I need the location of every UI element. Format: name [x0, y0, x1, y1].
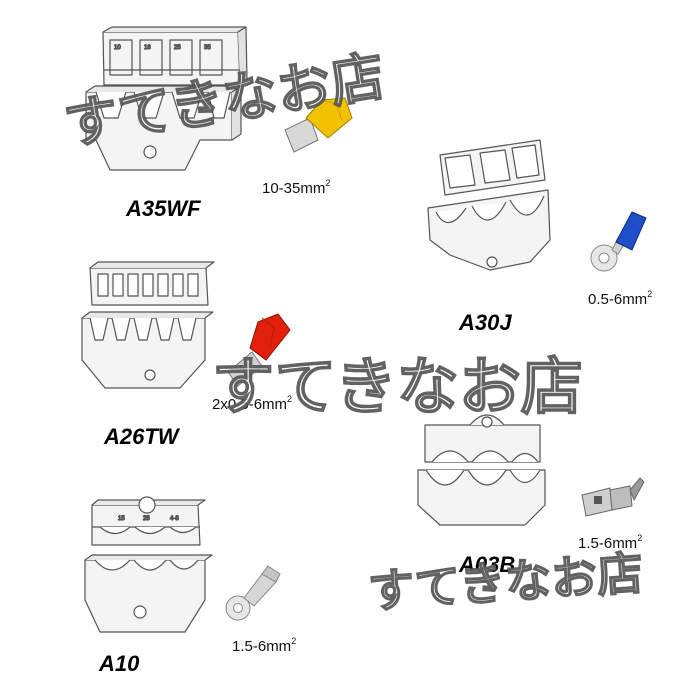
spec-a30j-text: 0.5-6mm	[588, 291, 648, 308]
a35wf-upper-die: 10 16 25 35	[102, 26, 248, 86]
model-a30j: A30J	[459, 310, 512, 335]
spec-a35wf-text: 10-35mm	[262, 180, 326, 197]
a10-lower-die	[84, 554, 213, 633]
a30j-upper-die	[439, 139, 546, 196]
red-ferrule	[227, 313, 291, 387]
a35wf-lower-die	[85, 85, 242, 171]
spec-a03b: 1.5-6mm2	[578, 533, 643, 552]
model-a26tw: A26TW	[104, 424, 179, 449]
spec-a30j-sup: 2	[647, 289, 653, 299]
model-a03b: A03B	[459, 552, 516, 577]
spec-a10: 1.5-6mm2	[232, 636, 297, 655]
yellow-ferrule	[284, 97, 353, 153]
ring-terminal	[225, 565, 281, 621]
model-a10: A10	[99, 651, 140, 676]
spec-a10-text: 1.5-6mm	[232, 638, 292, 655]
marking-25: 25	[174, 45, 181, 51]
spec-a03b-text: 1.5-6mm	[578, 535, 638, 552]
spec-a03b-sup: 2	[637, 533, 643, 543]
spec-a26tw-text: 2x0.5-6mm	[212, 396, 288, 413]
marking-15: 15	[118, 516, 125, 522]
marking-16: 16	[144, 45, 151, 51]
marking-35: 35	[204, 45, 211, 51]
marking-10: 10	[114, 45, 121, 51]
model-a35wf: A35WF	[126, 196, 201, 221]
watermark-middle: すてきなお店	[211, 349, 583, 424]
spec-a30j: 0.5-6mm2	[588, 289, 653, 308]
a26tw-upper-die	[89, 261, 215, 306]
blue-ring-terminal	[590, 211, 647, 272]
spec-a26tw: 2x0.5-6mm2	[212, 394, 293, 413]
a03b-lower-die	[417, 469, 546, 526]
female-spade-terminal	[581, 477, 645, 517]
spec-a35wf-sup: 2	[325, 178, 331, 188]
spec-a10-sup: 2	[291, 636, 297, 646]
a26tw-lower-die	[81, 311, 214, 389]
a30j-lower-die	[427, 189, 551, 271]
a03b-upper-die	[424, 414, 541, 463]
a10-upper-die: 15 25 4-8	[91, 496, 206, 546]
marking-25-a10: 25	[143, 516, 150, 522]
spec-a35wf: 10-35mm2	[262, 178, 331, 197]
spec-a26tw-sup: 2	[287, 394, 293, 404]
marking-4-8: 4-8	[170, 516, 179, 522]
